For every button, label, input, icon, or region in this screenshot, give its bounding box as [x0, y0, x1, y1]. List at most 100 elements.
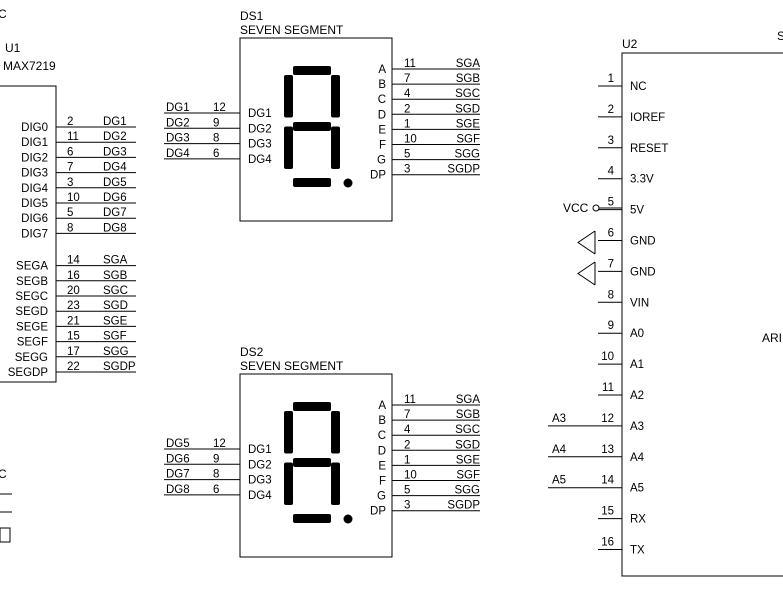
- u1-net-label: SGF: [103, 331, 127, 343]
- u2-ref: U2: [622, 37, 638, 51]
- ds2-segment: [284, 411, 293, 454]
- ds1-right-pin-name: B: [378, 79, 386, 91]
- u2-pin-number: 15: [601, 506, 614, 518]
- ds2-segment: [293, 402, 331, 411]
- ds1-left-net-label: DG3: [166, 133, 190, 145]
- ds2-part: SEVEN SEGMENT: [240, 359, 344, 373]
- u1-pin-name: SEGA: [16, 261, 48, 273]
- u1-pin-name: SEGG: [15, 352, 48, 364]
- u1-net-label: SGDP: [103, 361, 136, 373]
- u1-pin-number: 14: [67, 255, 80, 267]
- u1-part: MAX7219: [3, 59, 56, 73]
- u1-net-label: SGC: [103, 285, 128, 297]
- u2-pin-number: 9: [608, 320, 614, 332]
- ds1-segment: [293, 66, 331, 75]
- ds2-left-pin-number: 9: [213, 453, 219, 465]
- top-left-fragment-label: C: [0, 7, 7, 21]
- ds1-segment: [284, 126, 293, 169]
- ds1-right-net-label: SGD: [455, 103, 480, 115]
- u2-pin-number: 16: [601, 537, 614, 549]
- u1-pin-number: 6: [67, 146, 73, 158]
- ds1-left-net-label: DG4: [166, 148, 190, 160]
- ds1-left-net-label: DG1: [166, 102, 190, 114]
- ds2-right-net-label: SGA: [456, 394, 481, 406]
- u2-pin-number: 6: [608, 228, 614, 240]
- u1-pin-number: 8: [67, 222, 73, 234]
- ds1-left-pin-name: DG1: [248, 108, 272, 120]
- ds1-left-pin-number: 6: [213, 148, 219, 160]
- u2-pin-number: 1: [608, 73, 614, 85]
- ds2-right-net-label: SGE: [456, 454, 481, 466]
- u1-pin-number: 23: [67, 300, 80, 312]
- u2-arduino: U2 S ARI 1NC2IOREF3RESET43.3V55V6GND7GND…: [548, 29, 783, 577]
- u1-pin-name: DIG7: [21, 228, 48, 240]
- ds1-right-pin-name: D: [378, 109, 386, 121]
- u1-pin-number: 7: [67, 162, 73, 174]
- ds2-left-pin-name: DG1: [248, 444, 272, 456]
- u1-ref: U1: [5, 41, 21, 55]
- u1-net-label: DG6: [103, 192, 127, 204]
- ds1-right-pin-number: 5: [404, 149, 410, 161]
- ground-symbol: [577, 261, 596, 286]
- u1-net-label: DG5: [103, 177, 127, 189]
- u1-pin-name: SEGB: [16, 276, 48, 288]
- u2-pin-number: 7: [608, 258, 614, 270]
- u1-pin-number: 5: [67, 207, 73, 219]
- u2-pin-name: NC: [630, 81, 647, 93]
- u1-net-label: SGE: [103, 315, 128, 327]
- u1-pin-number: 17: [67, 346, 80, 358]
- u2-corner-fragment: S: [777, 29, 783, 43]
- ds1-left-pin-name: DG3: [248, 139, 272, 151]
- ds2-left-pin-name: DG3: [248, 475, 272, 487]
- u2-pin-name: TX: [630, 545, 645, 557]
- u2-pin-name: 3.3V: [630, 174, 654, 186]
- ds2-digit-glyph: [284, 402, 353, 524]
- u1-pin-name: SEGC: [15, 291, 48, 303]
- ds1-segment: [284, 75, 293, 118]
- u2-net-label: A5: [552, 475, 566, 487]
- u1-pin-number: 16: [67, 270, 80, 282]
- ds1-right-pin-number: 7: [404, 73, 410, 85]
- ds2-left-pin-number: 6: [213, 484, 219, 496]
- u1-pin-name: SEGE: [16, 321, 48, 333]
- u1-net-label: DG8: [103, 222, 127, 234]
- ds2-segment: [331, 411, 340, 454]
- ds2-right-net-label: SGF: [456, 470, 480, 482]
- ds1-right-pin-name: E: [378, 124, 386, 136]
- ds1-left-net-label: DG2: [166, 117, 190, 129]
- ds2-right-pin-name: D: [378, 445, 386, 457]
- u2-pin-number: 5: [608, 197, 614, 209]
- ds1-right-pin-number: 11: [404, 58, 416, 70]
- u2-body: [621, 52, 783, 577]
- u2-pin-name: A2: [630, 390, 644, 402]
- ds2-left-net-label: DG8: [166, 484, 190, 496]
- u2-pin-number: 3: [608, 135, 614, 147]
- u2-pin-number: 11: [602, 382, 614, 394]
- ds2-right-pin-name: B: [378, 415, 386, 427]
- ds1-segment: [293, 178, 331, 187]
- ds2-right-pin-number: 2: [404, 439, 410, 451]
- u1-pin-name: DIG5: [21, 198, 48, 210]
- ds2-left-net-label: DG6: [166, 453, 190, 465]
- ds1-right-net-label: SGB: [456, 73, 481, 85]
- u2-pin-number: 12: [601, 413, 614, 425]
- ds2-left-pin-number: 8: [213, 469, 219, 481]
- ds2-right-pin-number: 5: [404, 485, 410, 497]
- u2-pin-name: A5: [630, 483, 644, 495]
- u1-body: [0, 85, 57, 383]
- u2-pin-number: 2: [608, 104, 614, 116]
- ds2-right-pin-number: 4: [404, 424, 411, 436]
- u1-pin-number: 22: [67, 361, 80, 373]
- u2-pin-name: IOREF: [630, 112, 665, 124]
- u2-pin-name: A0: [630, 328, 644, 340]
- u2-pin-number: 14: [601, 475, 614, 487]
- u1-pin-number: 10: [67, 192, 80, 204]
- u1-pin-number: 20: [67, 285, 80, 297]
- ds2-right-pin-number: 3: [404, 500, 410, 512]
- u1-pin-number: 21: [67, 315, 80, 327]
- ds2-right-net-label: SGC: [455, 424, 480, 436]
